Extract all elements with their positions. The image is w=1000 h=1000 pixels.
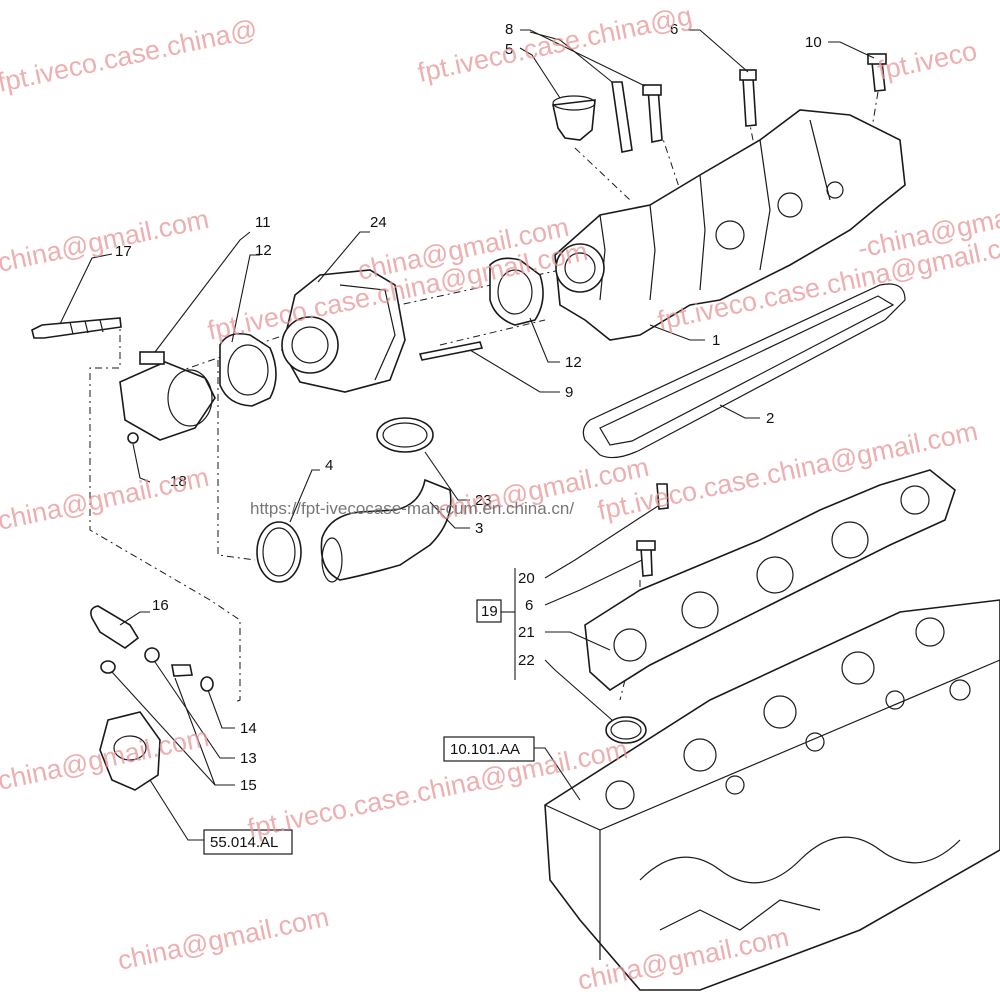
- hose-and-clamps: [256, 417, 452, 583]
- callout-6-top: 6: [670, 21, 678, 38]
- callout-20: 20: [518, 570, 535, 587]
- callout-15: 15: [240, 777, 257, 794]
- lower-manifold: [584, 469, 956, 744]
- callout-labels: 8 5 6 10 11 12 24 17 12 9 1 2 18 4 23 3 …: [115, 21, 822, 794]
- callout-12-right: 12: [565, 354, 582, 371]
- head-ref-label: 10.101.AA: [450, 741, 520, 758]
- group-19-ref: 19: [481, 603, 498, 620]
- watermark: china@gmail.com: [0, 462, 212, 536]
- callout-22: 22: [518, 652, 535, 669]
- fasteners-left: [31, 317, 484, 444]
- inlet-elbow: [119, 351, 216, 441]
- callout-13: 13: [240, 750, 257, 767]
- watermark: fpt.iveco.case.china@g: [415, 0, 695, 87]
- callout-8: 8: [505, 21, 513, 38]
- manifold-fasteners: [552, 53, 887, 153]
- callout-5: 5: [505, 41, 513, 58]
- callout-11: 11: [255, 214, 271, 231]
- cylinder-head: [544, 599, 1000, 991]
- callout-24: 24: [370, 214, 387, 231]
- source-url: https://fpt-ivecocase-man-cum.en.china.c…: [250, 499, 574, 518]
- callout-9: 9: [565, 384, 573, 401]
- callout-4: 4: [325, 457, 333, 474]
- callout-23: 23: [475, 492, 492, 509]
- callout-2: 2: [766, 410, 774, 427]
- callout-17: 17: [115, 243, 132, 260]
- watermark: fpt.iveco.case.china@: [0, 14, 260, 98]
- callout-10: 10: [805, 34, 822, 51]
- throttle-body: [281, 269, 406, 393]
- callout-16: 16: [152, 597, 169, 614]
- callout-1: 1: [712, 332, 720, 349]
- callout-3: 3: [475, 520, 483, 537]
- callout-14: 14: [240, 720, 257, 737]
- reference-boxes: 19 10.101.AA 55.014.AL: [203, 599, 535, 855]
- leader-lines: [59, 29, 875, 841]
- flange-gaskets: [219, 257, 544, 407]
- callout-12-left: 12: [255, 242, 272, 259]
- watermark: china@gmail.com: [115, 902, 332, 976]
- callout-21: 21: [518, 624, 535, 641]
- intake-manifold: [554, 109, 906, 341]
- pump-assembly: [90, 605, 214, 791]
- pump-ref-label: 55.014.AL: [210, 834, 278, 851]
- watermark: china@gmail.com: [0, 204, 212, 278]
- callout-6-mid: 6: [525, 597, 533, 614]
- manifold-gasket: [582, 283, 906, 459]
- watermark: fpt.iveco: [875, 36, 980, 86]
- callout-18: 18: [170, 473, 187, 490]
